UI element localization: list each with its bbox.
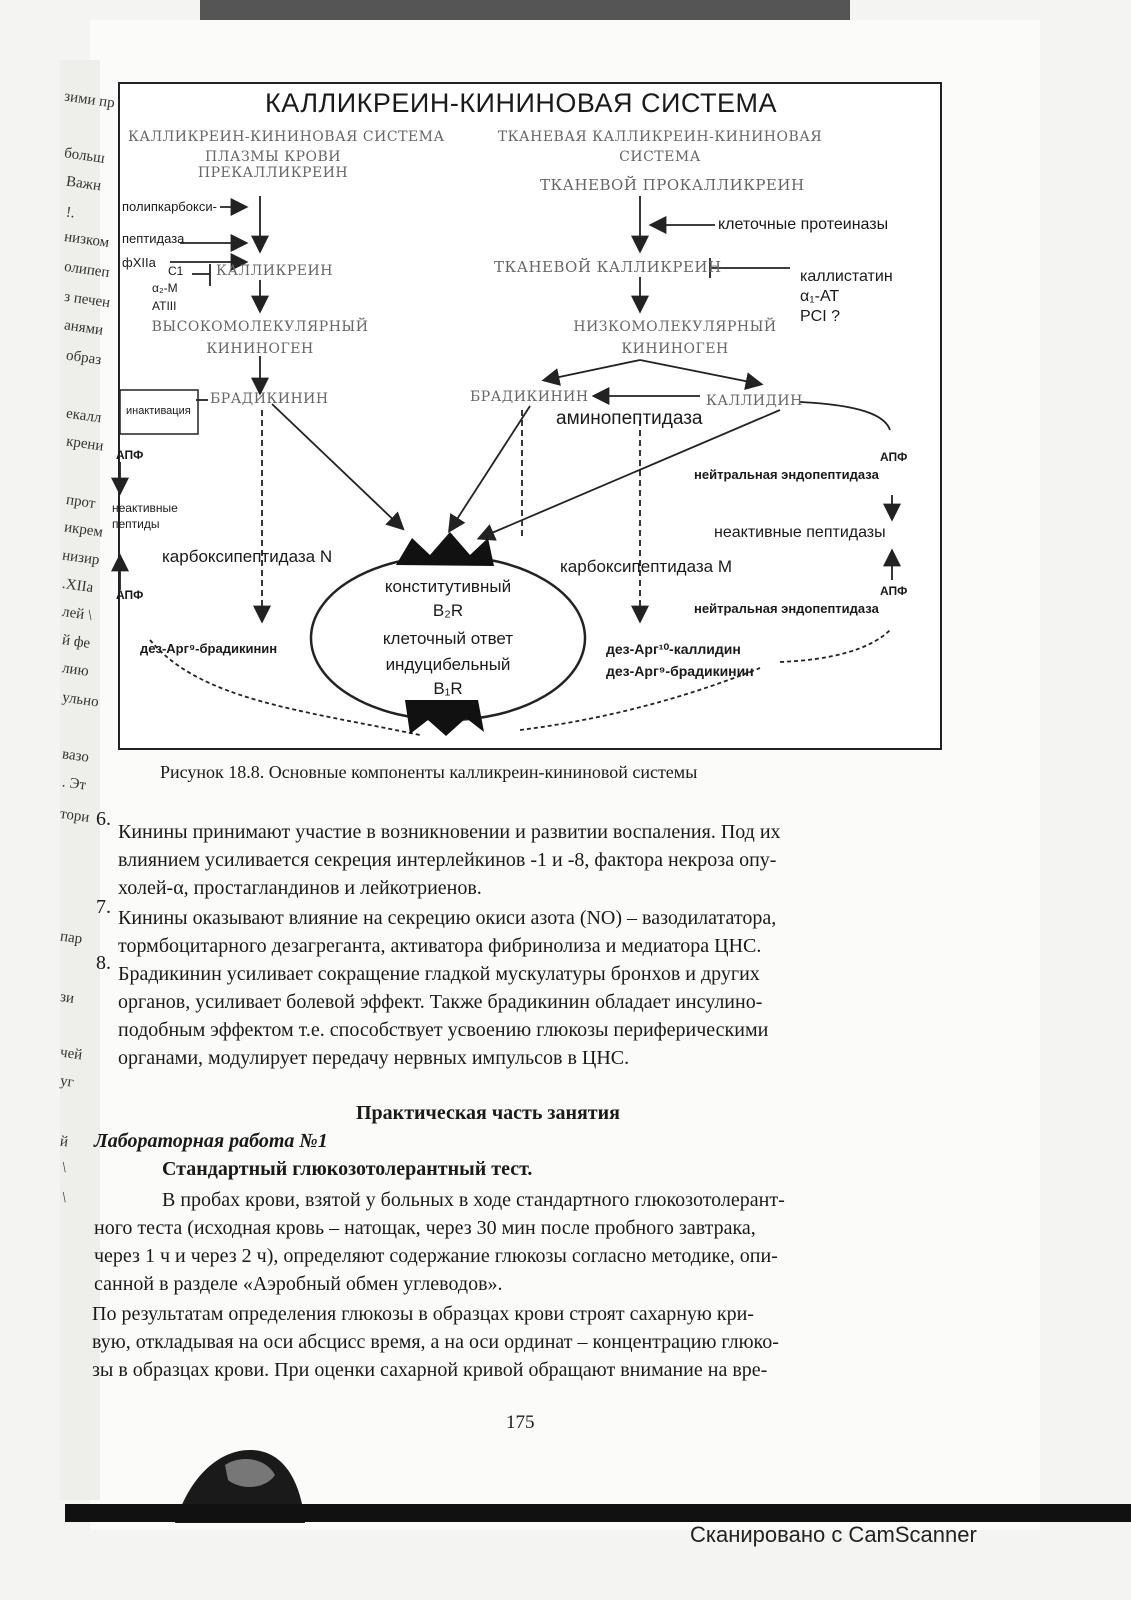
constitutive-label: конститутивный: [384, 577, 512, 596]
alpha1-at-label: α₁-АТ: [800, 288, 840, 305]
cell-response-label: клеточный ответ: [382, 629, 514, 648]
figure-caption: Рисунок 18.8. Основные компоненты каллик…: [160, 762, 698, 782]
carboxypeptidase-n-label: карбоксипептидаза N: [162, 547, 333, 566]
ace-label: АПФ: [880, 450, 908, 464]
neutral-endopeptidase-label: нейтральная эндопептидаза: [694, 467, 879, 482]
text-line: ного теста (исходная кровь – натощак, че…: [94, 1217, 756, 1239]
section-heading: Практическая часть занятия: [356, 1102, 620, 1124]
text-line: санной в разделе «Аэробный обмен углевод…: [94, 1273, 503, 1295]
ace-label: АПФ: [116, 588, 144, 602]
inhibitor-label: C1: [168, 264, 184, 278]
b2-receptor-label: B₂R: [432, 601, 464, 620]
text-line: через 1 ч и через 2 ч), определяют содер…: [94, 1245, 778, 1267]
des-arg-bradykinin-label: дез-Арг⁹-брадикинин: [140, 641, 278, 656]
text-line: вую, откладывая на оси абсцисс время, а …: [92, 1331, 779, 1353]
text-line: тормбоцитарного дезагреганта, активатора…: [118, 935, 762, 957]
list-item: Брадикинин усиливает сокращение гладкой …: [118, 960, 938, 1072]
text-line: Брадикинин усиливает сокращение гладкой …: [118, 963, 760, 985]
b1-receptor-label: B₁R: [433, 679, 463, 698]
kallidin-label: КАЛЛИДИН: [706, 393, 803, 409]
hmw-kininogen-label: КИНИНОГЕН: [206, 341, 314, 357]
des-arg-bradykinin-label: дез-Арг⁹-брадикинин: [606, 663, 754, 679]
cellular-proteinases-label: клеточные протеиназы: [718, 216, 889, 233]
tissue-kallikrein-label: ТКАНЕВОЙ КАЛЛИКРЕИН: [494, 258, 722, 276]
kallistatin-label: каллистатин: [800, 268, 893, 285]
page-number: 175: [506, 1412, 535, 1433]
inhibitor-label: α₂-М: [152, 281, 178, 295]
ace-label: АПФ: [880, 584, 908, 598]
test-title: Стандартный глюкозотолерантный тест.: [162, 1158, 533, 1180]
kallikrein-label: КАЛЛИКРЕИН: [216, 263, 333, 279]
activator-label: пептидаза: [122, 231, 185, 246]
text-line: подобным эффектом т.е. способствует усво…: [118, 1019, 769, 1041]
activator-label: полипкарбокси-: [122, 199, 217, 214]
text-line: органами, модулирует передачу нервных им…: [118, 1047, 630, 1069]
plasma-system-header: ПЛАЗМЫ КРОВИ: [204, 149, 341, 165]
tissue-prokallikrein-label: ТКАНЕВОЙ ПРОКАЛЛИКРЕИН: [540, 176, 805, 194]
text-line: По результатам определения глюкозы в обр…: [92, 1303, 754, 1325]
text-line: влиянием усиливается секреция интерлейки…: [118, 849, 777, 871]
list-item: Кинины принимают участие в возникновении…: [118, 818, 938, 902]
des-arg-kallidin-label: дез-Арг¹⁰-каллидин: [606, 641, 741, 657]
scan-bottom-edge: [65, 1504, 1131, 1522]
text-line: холей-α, простагландинов и лейкотриенов.: [118, 877, 482, 899]
bradykinin-label: БРАДИКИНИН: [210, 391, 329, 407]
inhibitor-label: ATIII: [152, 299, 177, 313]
figure-frame: [118, 82, 942, 750]
text-line: зы в образцах крови. При оценки сахарной…: [92, 1359, 768, 1381]
lab-work-title: Лабораторная работа №1: [94, 1130, 328, 1152]
carboxypeptidase-m-label: карбоксипептидаза М: [560, 557, 733, 576]
hmw-kininogen-label: ВЫСОКОМОЛЕКУЛЯРНЫЙ: [151, 319, 369, 335]
list-number: 7.: [96, 896, 111, 918]
text-line: органов, усиливает болевой эффект. Также…: [118, 991, 763, 1013]
text-line: Кинины оказывают влияние на секрецию оки…: [118, 907, 777, 929]
scanner-watermark: Сканировано с CamScanner: [690, 1522, 977, 1547]
inducible-label: индуцибельный: [385, 655, 511, 674]
lmw-kininogen-label: НИЗКОМОЛЕКУЛЯРНЫЙ: [573, 319, 777, 335]
tissue-bradykinin-label: БРАДИКИНИН: [470, 389, 589, 405]
inactivation-label: инактивация: [126, 405, 191, 417]
facing-page-strip: [60, 60, 100, 1500]
list-item: Кинины оказывают влияние на секрецию оки…: [118, 904, 938, 960]
ace-label: АПФ: [116, 448, 144, 462]
prekallikrein-label: ПРЕКАЛЛИКРЕИН: [197, 165, 349, 181]
lmw-kininogen-label: КИНИНОГЕН: [621, 341, 729, 357]
inactive-peptides-label: неактивные пептиды: [112, 501, 178, 531]
neutral-endopeptidase-label: нейтральная эндопептидаза: [694, 601, 879, 616]
plasma-system-header: КАЛЛИКРЕИН-КИНИНОВАЯ СИСТЕМА: [128, 129, 445, 145]
inactive-peptidases-label: неактивные пептидазы: [714, 524, 886, 541]
list-number: 8.: [96, 952, 111, 974]
paragraph: По результатам определения глюкозы в обр…: [92, 1300, 940, 1384]
scan-shadow: [200, 0, 850, 22]
text-line: В пробах крови, взятой у больных в ходе …: [162, 1189, 785, 1211]
text-line: Кинины принимают участие в возникновении…: [118, 821, 781, 843]
pci-label: PCI ?: [800, 308, 841, 325]
list-number: 6.: [96, 808, 111, 830]
tissue-system-header: СИСТЕМА: [619, 149, 701, 165]
aminopeptidase-label: аминопептидаза: [556, 408, 703, 429]
paragraph: В пробах крови, взятой у больных в ходе …: [94, 1186, 939, 1298]
activator-label: фXIIа: [122, 255, 156, 270]
figure-title: КАЛЛИКРЕИН-КИНИНОВАЯ СИСТЕМА: [265, 88, 777, 118]
tissue-system-header: ТКАНЕВАЯ КАЛЛИКРЕИН-КИНИНОВАЯ: [497, 129, 823, 145]
